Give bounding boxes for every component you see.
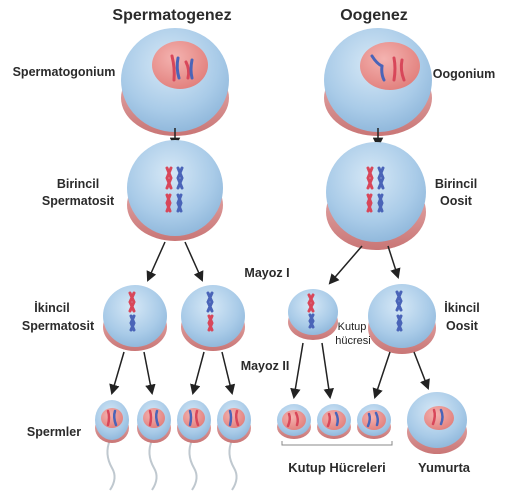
meiosis-one-label: Mayoz I — [244, 266, 289, 280]
secondary-spermatocyte-cell-right — [181, 285, 245, 351]
arrow — [328, 245, 363, 285]
secondary-spermatocyte-cell-left — [103, 285, 167, 351]
polar-body-label-line2: hücresi — [335, 335, 370, 347]
arrow — [109, 351, 125, 396]
secondary-oocyte-cell — [368, 284, 436, 354]
spermatogenesis-header: Spermatogenez — [112, 7, 231, 24]
arrow — [387, 245, 401, 279]
primary-oocyte-cell — [326, 142, 426, 250]
arrow — [221, 351, 236, 396]
arrow — [146, 241, 166, 282]
polar-body-cell — [277, 404, 311, 439]
sperm-cell — [177, 400, 211, 491]
oogonium-cell — [324, 28, 432, 136]
secondary-oocyte-label-line1: İkincil — [444, 300, 479, 315]
sperm-cell — [217, 400, 251, 491]
egg-label: Yumurta — [418, 460, 471, 475]
sperms-label: Spermler — [27, 425, 81, 439]
sperm-cell — [95, 400, 129, 491]
egg-cell — [407, 392, 467, 454]
polar-body-label-line1: Kutup — [338, 321, 367, 333]
polar-bodies-label: Kutup Hücreleri — [288, 460, 386, 475]
meiosis-two-label: Mayoz II — [241, 359, 290, 373]
secondary-oocyte-label-line2: Oosit — [446, 319, 479, 333]
polar-bodies-bracket — [281, 441, 393, 446]
spermatogonium-label: Spermatogonium — [13, 65, 116, 79]
arrow — [321, 342, 334, 400]
arrow — [184, 241, 204, 282]
polar-body-cell — [317, 404, 351, 439]
arrow — [190, 351, 205, 396]
oogonium-label: Oogonium — [433, 67, 496, 81]
arrow — [143, 351, 156, 396]
secondary-spermatocyte-label-line1: İkincil — [34, 300, 69, 315]
arrow — [290, 342, 304, 400]
primary-spermatocyte-label-line1: Birincil — [57, 177, 99, 191]
oogenesis-header: Oogenez — [340, 7, 408, 24]
arrow — [372, 351, 391, 399]
arrow — [413, 351, 430, 390]
primary-oocyte-label-line1: Birincil — [435, 177, 477, 191]
sperm-cell — [137, 400, 171, 491]
primary-spermatocyte-label-line2: Spermatosit — [42, 194, 115, 208]
polar-body-cell — [357, 404, 391, 439]
polar-body-cell-first — [288, 289, 338, 340]
spermatogonium-cell — [121, 28, 229, 136]
secondary-spermatocyte-label-line2: Spermatosit — [22, 319, 95, 333]
primary-spermatocyte-cell — [127, 140, 223, 241]
primary-oocyte-label-line2: Oosit — [440, 194, 473, 208]
